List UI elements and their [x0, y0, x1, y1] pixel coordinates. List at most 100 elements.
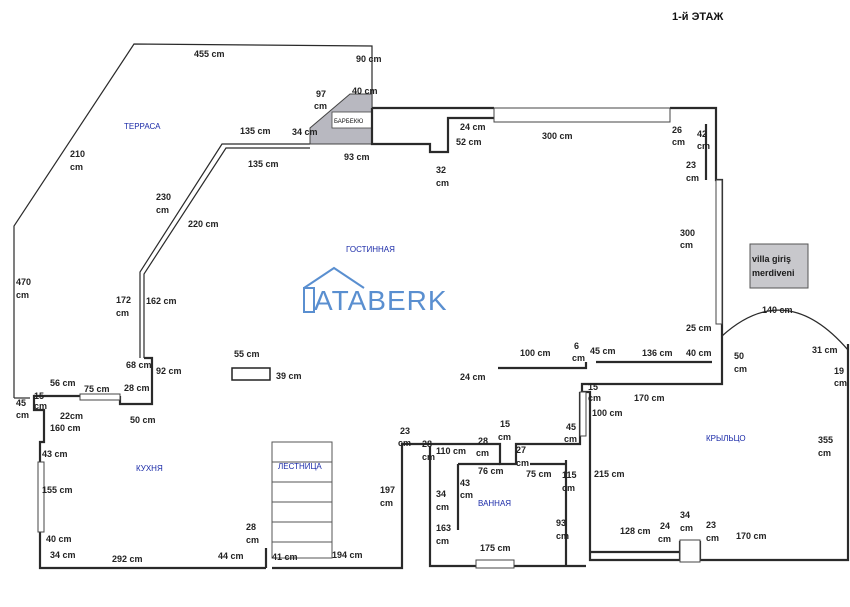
dim-label: 24 cm: [460, 372, 486, 382]
dim-label: 210: [70, 149, 85, 159]
dim-label: 45 cm: [590, 346, 616, 356]
dim-label: cm: [436, 178, 449, 188]
dim-label: cm: [380, 498, 393, 508]
dim-label: 92 cm: [156, 366, 182, 376]
room-terrace: ТЕРРАСА: [124, 122, 161, 131]
dim-label: 93 cm: [344, 152, 370, 162]
dim-label: 136 cm: [642, 348, 673, 358]
porch-arc: [721, 309, 849, 351]
dim-label: 44 cm: [218, 551, 244, 561]
dim-label: cm: [834, 378, 847, 388]
dim-label: cm: [398, 438, 411, 448]
dim-label: 128 cm: [620, 526, 651, 536]
bath-window: [475, 559, 515, 569]
dim-label: 163: [436, 523, 451, 533]
dim-label: 15: [500, 419, 510, 429]
dim-label: 230: [156, 192, 171, 202]
sign-line-1: villa giriş: [752, 254, 791, 264]
dim-label: 31 cm: [812, 345, 838, 355]
dim-label: 110 cm: [436, 446, 466, 456]
dim-label: cm: [116, 308, 129, 318]
dim-label: 100 cm: [592, 408, 623, 418]
bbq-label: БАРБЕКЮ: [334, 119, 363, 125]
dim-label: 45: [16, 398, 26, 408]
dim-label: 39 cm: [276, 371, 302, 381]
dim-label: 40 cm: [352, 86, 378, 96]
dim-label: 140 cm: [762, 305, 793, 315]
dim-label: 75 cm: [526, 469, 552, 479]
windows: [37, 107, 723, 569]
dim-label: cm: [436, 502, 449, 512]
dim-label: cm: [680, 240, 693, 250]
dim-label: 15: [34, 391, 44, 401]
dim-label: 170 cm: [736, 531, 767, 541]
logo-text: ATABERK: [314, 285, 448, 316]
dim-label: cm: [70, 162, 83, 172]
door-frame: [579, 391, 587, 437]
dim-label: 292 cm: [112, 554, 143, 564]
dim-label: cm: [706, 533, 719, 543]
dim-label: cm: [680, 523, 693, 533]
dim-label: 26: [672, 125, 682, 135]
dim-label: 40 cm: [686, 348, 712, 358]
dim-label: 19: [834, 366, 844, 376]
dim-label: cm: [436, 536, 449, 546]
dim-label: 93: [556, 518, 566, 528]
dim-label: cm: [686, 173, 699, 183]
dim-label: 160 cm: [50, 423, 81, 433]
dim-label: 34 cm: [292, 127, 318, 137]
dim-label: 135 cm: [240, 126, 271, 136]
top-window: [493, 107, 671, 123]
dim-label: 34: [436, 489, 446, 499]
dim-label: 115: [562, 470, 577, 480]
room-living: ГОСТИННАЯ: [346, 245, 395, 254]
dim-label: cm: [734, 364, 747, 374]
dim-label: 15: [588, 382, 598, 392]
dim-label: cm: [314, 101, 327, 111]
dim-label: 28: [246, 522, 256, 532]
dim-label: 6: [574, 341, 579, 351]
dim-label: 42: [697, 129, 707, 139]
dim-label: cm: [16, 290, 29, 300]
dim-label: 32: [436, 165, 446, 175]
dim-label: 215 cm: [594, 469, 625, 479]
dim-label: 45: [566, 422, 576, 432]
floor-title: 1-й ЭТАЖ: [672, 11, 723, 23]
right-window: [715, 179, 723, 325]
dim-label: 28 cm: [124, 383, 150, 393]
dim-label: cm: [562, 483, 575, 493]
dim-label: 55 cm: [234, 349, 260, 359]
dim-label: 170 cm: [634, 393, 665, 403]
dim-label: 56 cm: [50, 378, 76, 388]
room-bathroom: ВАННАЯ: [478, 499, 511, 508]
dim-label: 75 cm: [84, 384, 110, 394]
stairs: [271, 441, 333, 559]
dim-label: 43 cm: [42, 449, 68, 459]
dim-label: 28: [422, 439, 432, 449]
kitchen-window-left: [37, 461, 45, 533]
dim-label: cm: [697, 141, 710, 151]
dim-label: 34 cm: [50, 550, 76, 560]
column: [231, 367, 271, 381]
dim-label: 27: [516, 445, 526, 455]
dim-label: cm: [156, 205, 169, 215]
dim-label: 23: [686, 160, 696, 170]
dim-label: 100 cm: [520, 348, 551, 358]
dim-label: 97: [316, 89, 326, 99]
dim-label: 470: [16, 277, 31, 287]
dim-label: 40 cm: [46, 534, 72, 544]
dim-label: 300 cm: [542, 131, 573, 141]
entrance-sign: villa giriş merdiveni: [749, 243, 809, 289]
dim-label: cm: [460, 490, 473, 500]
dim-label: 24 cm: [460, 122, 486, 132]
dim-label: cm: [498, 432, 511, 442]
dim-label: 220 cm: [188, 219, 219, 229]
dim-label: 34: [680, 510, 690, 520]
dim-label: 175 cm: [480, 543, 511, 553]
dim-label: 50 cm: [130, 415, 156, 425]
dim-label: 24: [660, 521, 670, 531]
dim-label: 355: [818, 435, 833, 445]
dim-label: cm: [564, 434, 577, 444]
dim-label: 25 cm: [686, 323, 712, 333]
